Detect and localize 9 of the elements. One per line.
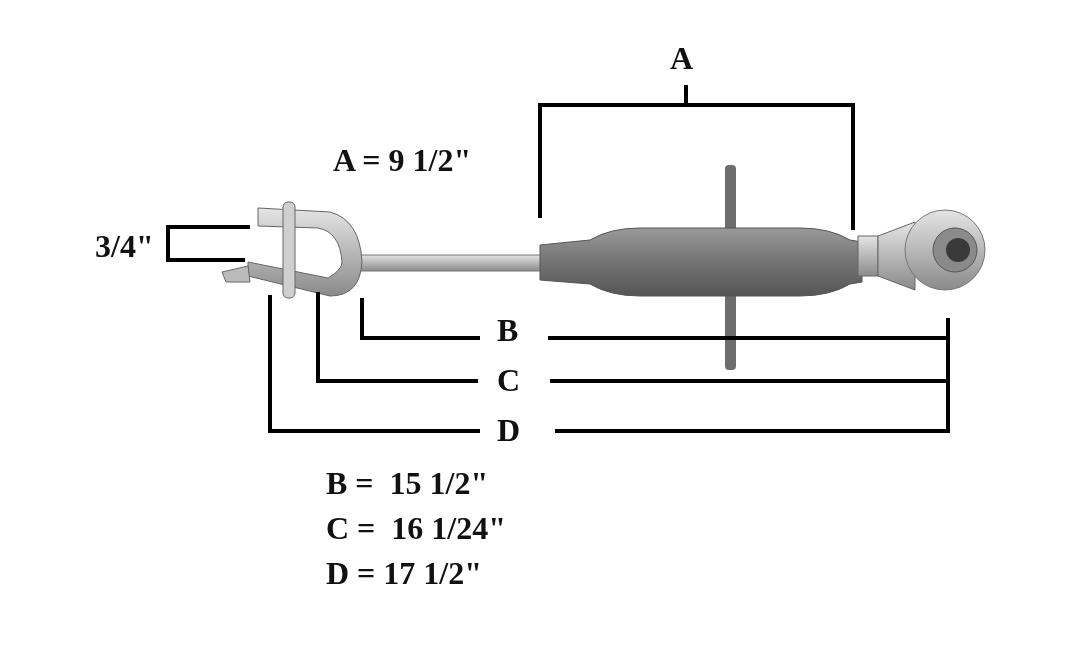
dimension-label: 3/4" (95, 228, 154, 264)
dimension-value: A = 9 1/2" (333, 142, 472, 178)
dimension-value: B = 15 1/2" (326, 465, 489, 501)
dimension-value: D = 17 1/2" (326, 555, 482, 591)
dimension-label: D (497, 412, 521, 448)
dimension-label: C (497, 362, 521, 398)
dimension-label: B (497, 312, 519, 348)
dimension-value: C = 16 1/24" (326, 510, 506, 546)
dimension-label: A (670, 40, 694, 76)
